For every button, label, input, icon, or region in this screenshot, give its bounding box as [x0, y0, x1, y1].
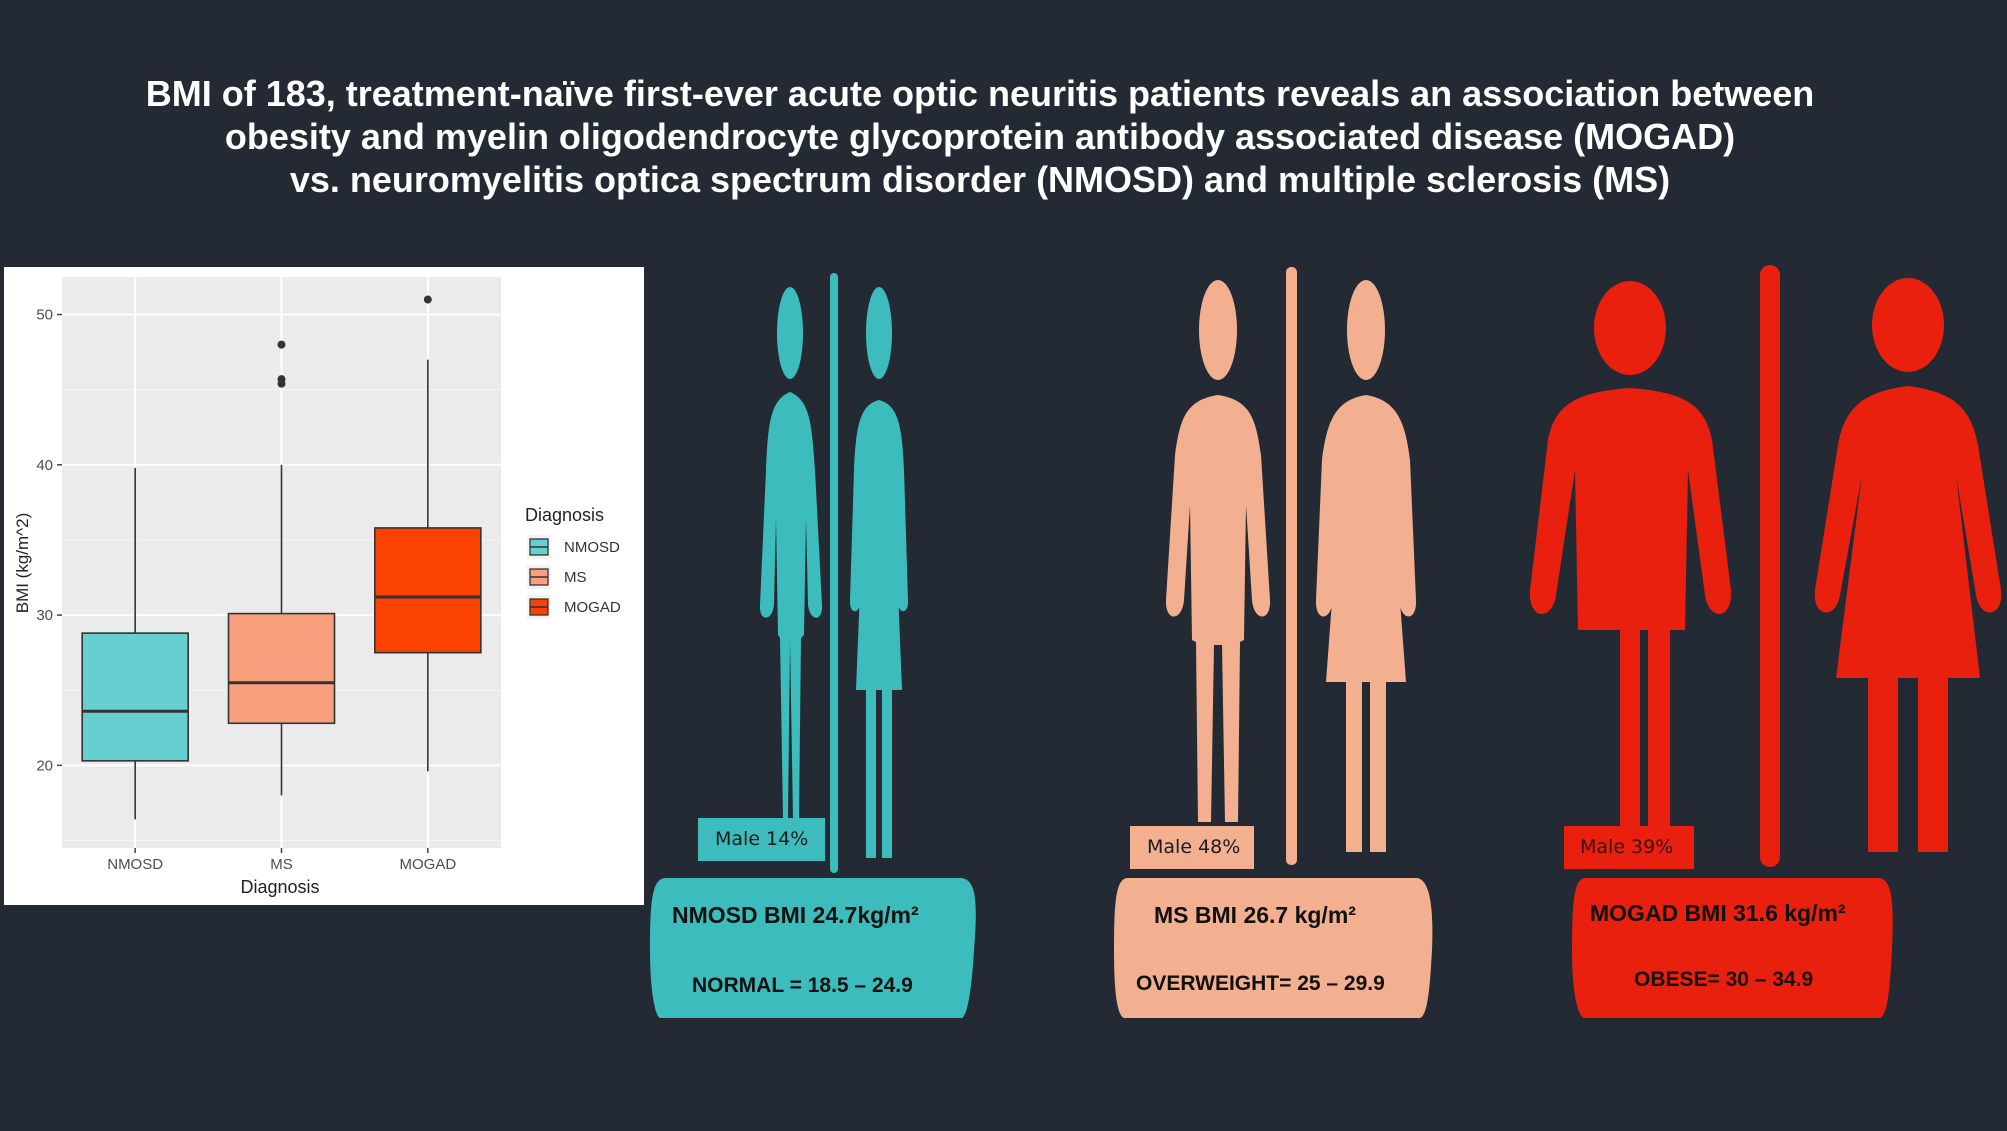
y-tick-label: 50 — [36, 307, 53, 324]
legend-label: NMOSD — [564, 539, 620, 556]
box-mogad — [374, 295, 482, 772]
x-tick-label: NMOSD — [107, 856, 163, 873]
ms-male-label: Male 48% — [1147, 836, 1241, 858]
title-line-3: vs. neuromyelitis optica spectrum disord… — [289, 159, 1671, 200]
ms-male-tag-bg — [1130, 826, 1254, 869]
iqr-box — [81, 632, 189, 762]
outlier-point — [277, 379, 286, 388]
outlier-point — [423, 295, 432, 304]
box-ms — [227, 340, 336, 796]
ms-bmi-box-shape — [1114, 878, 1433, 1018]
legend-label: MS — [564, 569, 587, 586]
male-figure-icon — [1165, 280, 1271, 822]
mogad-bmi-label: MOGAD BMI 31.6 kg/m² — [1590, 900, 1846, 926]
mogad-bmi-box-shape — [1572, 878, 1893, 1018]
nmosd-bmi-label: NMOSD BMI 24.7kg/m² — [672, 902, 919, 928]
legend-title: Diagnosis — [525, 505, 604, 525]
female-figure-icon — [849, 287, 909, 858]
female-figure-icon — [1315, 280, 1417, 852]
nmosd-bmi-box-shape — [650, 878, 976, 1018]
divider-bar-icon — [830, 273, 838, 873]
y-tick-label: 30 — [36, 607, 53, 624]
divider-bar-icon — [1286, 267, 1297, 865]
nmosd-range-label: NORMAL = 18.5 – 24.9 — [692, 974, 913, 997]
female-figure-icon — [1814, 278, 2002, 852]
figures-ms — [1165, 267, 1417, 865]
legend-label: MOGAD — [564, 599, 621, 616]
iqr-box — [374, 527, 482, 654]
nmosd-male-tag-bg — [698, 818, 825, 861]
legend-entry: MS — [527, 565, 587, 589]
ms-bmi-label: MS BMI 26.7 kg/m² — [1154, 902, 1356, 928]
ms-range-label: OVERWEIGHT= 25 – 29.9 — [1136, 972, 1385, 995]
mogad-range-label: OBESE= 30 – 34.9 — [1634, 968, 1814, 991]
x-tick-label: MOGAD — [399, 856, 456, 873]
y-axis-title: BMI (kg/m^2) — [13, 513, 32, 614]
x-axis-title: Diagnosis — [240, 877, 319, 897]
outlier-point — [277, 340, 286, 349]
figures-mogad — [1529, 265, 2002, 867]
mogad-male-label: Male 39% — [1580, 836, 1674, 858]
title-line-2: obesity and myelin oligodendrocyte glyco… — [224, 116, 1736, 157]
legend-entry: MOGAD — [527, 595, 621, 619]
male-figure-icon — [759, 287, 823, 818]
boxes — [81, 295, 482, 820]
figures-nmosd — [759, 273, 909, 873]
iqr-box — [227, 612, 336, 725]
legend: Diagnosis NMOSD MS MOGAD — [525, 505, 621, 619]
box-nmosd — [81, 467, 189, 820]
mogad-male-tag-bg — [1564, 826, 1694, 869]
male-figure-icon — [1529, 281, 1732, 850]
x-tick-label: MS — [270, 856, 293, 873]
nmosd-male-label: Male 14% — [715, 828, 809, 850]
y-tick-label: 40 — [36, 457, 53, 474]
title-line-1: BMI of 183, treatment-naïve first-ever a… — [145, 73, 1815, 114]
y-tick-label: 20 — [36, 757, 53, 774]
divider-bar-icon — [1760, 265, 1780, 867]
legend-entry: NMOSD — [527, 535, 620, 559]
